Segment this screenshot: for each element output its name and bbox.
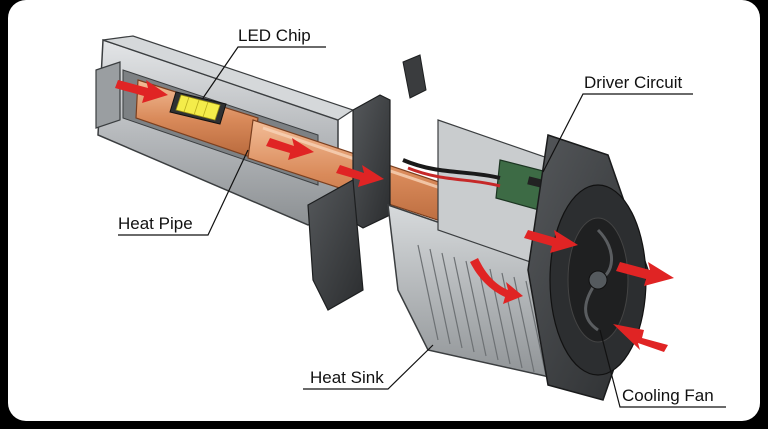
label-heat-sink: Heat Sink <box>310 368 384 387</box>
arrow-icon <box>616 262 674 286</box>
led-chip <box>169 91 227 125</box>
label-led-chip: LED Chip <box>238 26 311 45</box>
diagram-card: LED Chip Driver Circuit Heat Pipe Heat S… <box>8 0 760 421</box>
airflow-arrows <box>115 80 674 352</box>
label-cooling-fan: Cooling Fan <box>622 386 714 405</box>
fan-housing <box>527 134 649 401</box>
label-heat-pipe: Heat Pipe <box>118 214 193 233</box>
arrow-icon <box>470 258 523 304</box>
arrow-icon <box>266 138 314 160</box>
arrow-icon <box>115 80 168 103</box>
label-driver-circuit: Driver Circuit <box>584 73 683 92</box>
leader-lines <box>118 46 726 408</box>
arrow-icon <box>336 165 384 187</box>
headlight-cutaway-diagram: LED Chip Driver Circuit Heat Pipe Heat S… <box>95 26 726 408</box>
arrow-icon <box>613 324 668 352</box>
arrow-icon <box>524 230 578 253</box>
